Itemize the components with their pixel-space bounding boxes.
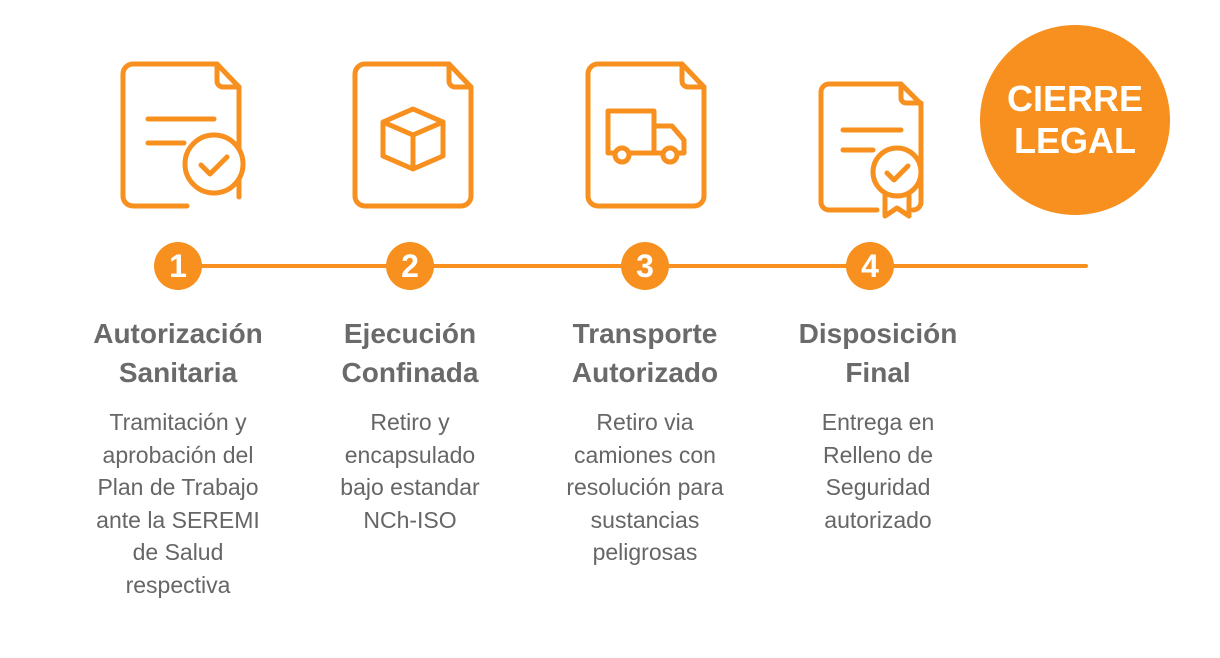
desc-line: sustancias xyxy=(590,506,700,533)
desc-line: Tramitación y xyxy=(109,409,247,435)
document-truck-icon xyxy=(585,61,707,209)
document-box-icon xyxy=(352,61,474,209)
title-line: Sanitaria xyxy=(118,357,238,388)
title-line: Transporte xyxy=(572,318,718,349)
desc-line: respectiva xyxy=(125,571,231,598)
desc-line: Retiro y xyxy=(370,409,450,435)
step-number-1: 1 xyxy=(154,242,202,290)
cierre-line2: LEGAL xyxy=(1014,120,1136,161)
desc-line: bajo estandar xyxy=(340,474,480,500)
desc-line: Relleno de xyxy=(823,441,933,468)
document-check-icon xyxy=(120,61,246,209)
title-line: Confinada xyxy=(341,357,479,388)
step-number-2: 2 xyxy=(386,242,434,290)
desc-line: Plan de Trabajo xyxy=(97,474,259,500)
cierre-legal-badge: CIERRE LEGAL xyxy=(980,25,1170,215)
step-number-3: 3 xyxy=(621,242,669,290)
title-line: Final xyxy=(845,357,911,388)
step-description: Retiro via camiones con resolución para sus… xyxy=(530,406,760,569)
desc-line: Retiro via xyxy=(596,409,694,435)
title-line: Ejecución xyxy=(343,318,477,349)
desc-line: ante la SEREMI xyxy=(96,506,260,533)
desc-line: peligrosas xyxy=(592,539,698,565)
cierre-line1: CIERRE xyxy=(1006,78,1144,119)
desc-line: NCh-ISO xyxy=(363,506,457,533)
desc-line: Seguridad xyxy=(825,474,931,500)
desc-line: camiones con xyxy=(574,441,716,468)
desc-line: autorizado xyxy=(824,506,932,533)
desc-line: Entrega en xyxy=(821,409,935,435)
title-line: Autorización xyxy=(93,318,263,349)
title-line: Autorizado xyxy=(571,357,719,388)
desc-line: resolución para xyxy=(566,474,724,500)
desc-line: de Salud xyxy=(132,539,224,565)
desc-line: aprobación del xyxy=(102,441,254,468)
desc-line: encapsulado xyxy=(344,441,476,468)
step-number-4: 4 xyxy=(846,242,894,290)
certificate-icon xyxy=(818,81,924,219)
step-description: Entrega en Relleno de Seguridad autorizado xyxy=(763,406,993,536)
title-line: Disposición xyxy=(798,318,958,349)
